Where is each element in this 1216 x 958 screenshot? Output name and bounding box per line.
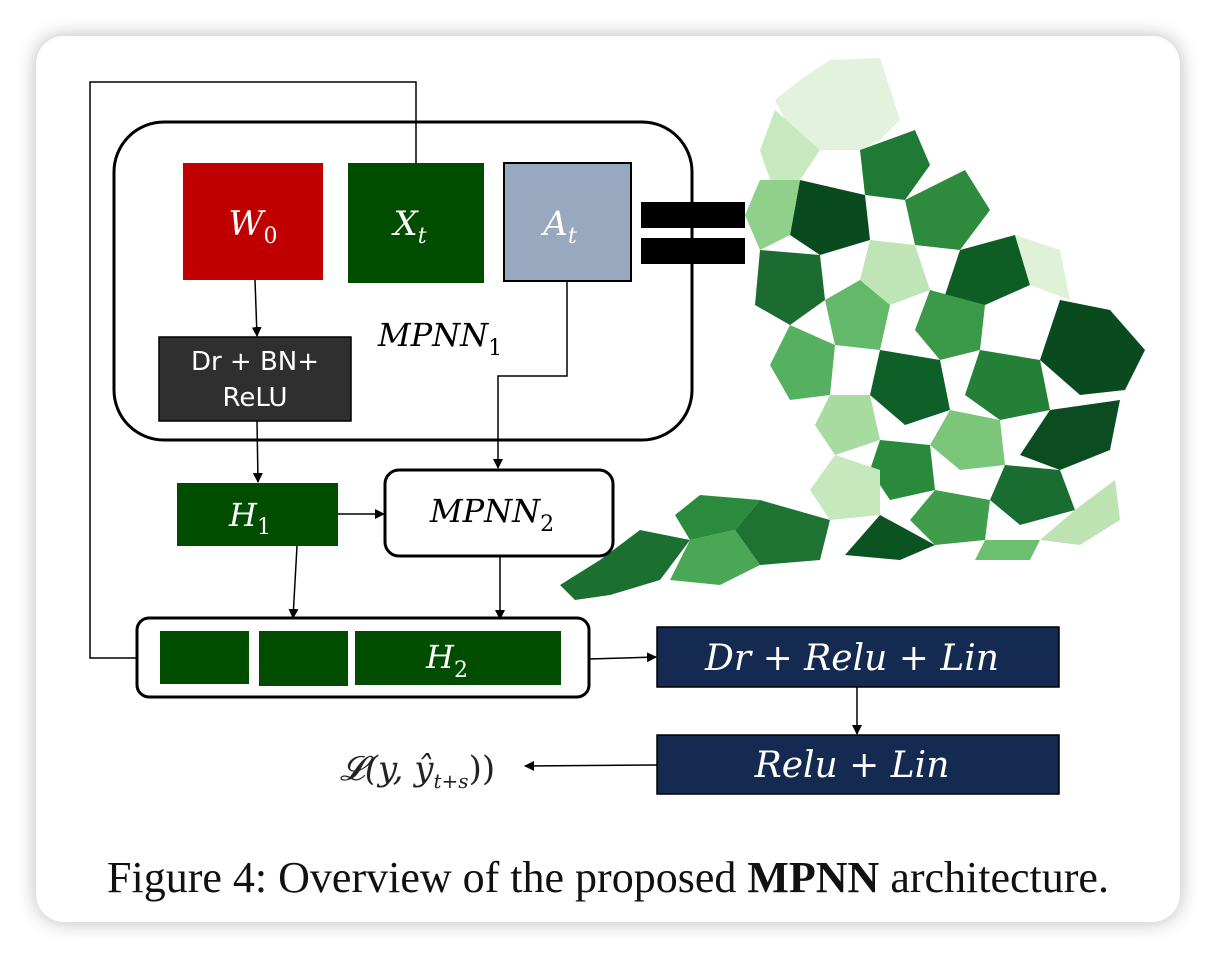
arrow-at-to-mpnn2 <box>493 282 568 469</box>
at-label: At <box>540 204 577 249</box>
at-block <box>503 162 632 282</box>
equals-bar-top <box>641 202 745 228</box>
skip-connection-line <box>89 81 417 663</box>
figure-caption: Figure 4: Overview of the proposed MPNN … <box>0 852 1216 903</box>
relu-linear-label: Relu + Lin <box>754 745 950 786</box>
arrow-h1-to-concat <box>288 545 299 619</box>
caption-suffix: architecture. <box>879 853 1109 902</box>
mpnn1-container <box>112 120 694 442</box>
dropout-relu-linear-block <box>656 626 1060 688</box>
dropout-bn-relu-block <box>158 336 352 422</box>
mpnn2-block <box>383 468 615 558</box>
concat-segment-h1 <box>259 631 348 686</box>
arrow-w0-to-dropout <box>251 279 262 337</box>
caption-bold: MPNN <box>747 853 880 902</box>
h1-block <box>177 483 338 546</box>
caption-prefix: Figure 4: Overview of the proposed <box>107 853 748 902</box>
dropout-bn-label-line2: ReLU <box>222 383 287 413</box>
relu-linear-block <box>656 734 1060 795</box>
arrow-dropout-to-h1 <box>252 420 263 483</box>
dropout-bn-label-line1: Dr + BN+ <box>191 347 319 377</box>
h1-label: H1 <box>228 496 271 540</box>
equals-bar-bottom <box>641 238 745 264</box>
w0-block <box>183 163 323 280</box>
mpnn2-label: MPNN2 <box>429 492 554 537</box>
w0-label: W0 <box>229 204 278 249</box>
dropout-relu-linear-label: Dr + Relu + Lin <box>704 638 999 679</box>
loss-label: 𝓛(y, ŷt+s)) <box>340 749 495 793</box>
h2-label: H2 <box>425 638 468 683</box>
xt-block <box>348 163 484 283</box>
mpnn1-label: MPNN1 <box>377 316 502 361</box>
h2-block <box>355 631 561 685</box>
arrow-concat-to-dense <box>588 652 657 663</box>
england-choropleth-map <box>560 58 1145 600</box>
concat-segment-xt <box>160 631 249 684</box>
xt-label: Xt <box>390 204 426 249</box>
arrow-to-loss <box>524 760 658 771</box>
